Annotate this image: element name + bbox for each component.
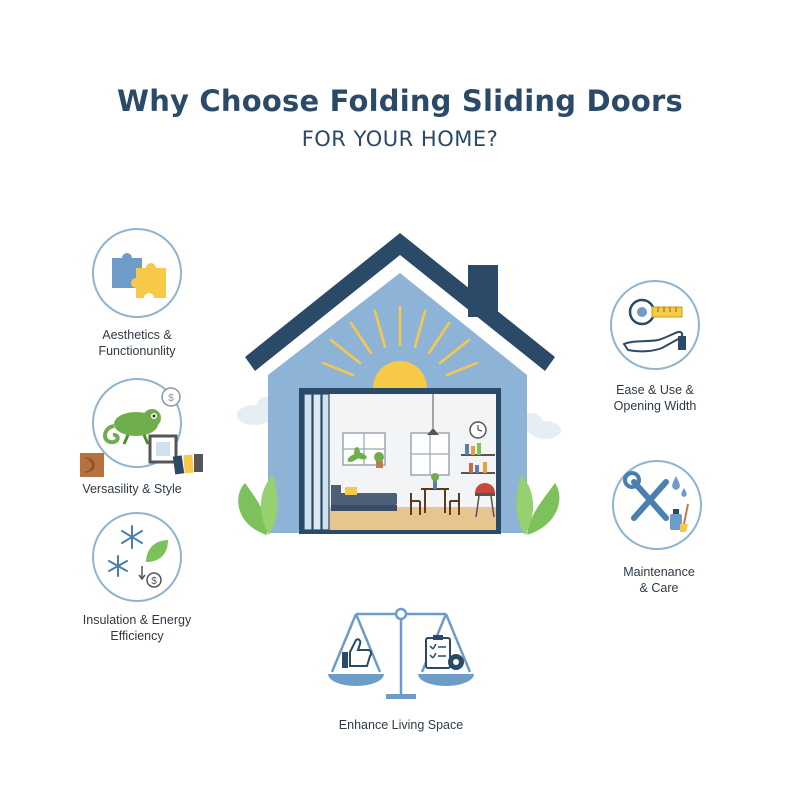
thumbs-up-icon bbox=[342, 638, 373, 668]
aesthetics-label: Aesthetics & Functionunlity bbox=[98, 328, 176, 358]
vase-icon bbox=[431, 473, 439, 489]
aesthetics-icon-circle bbox=[92, 228, 182, 318]
leaf-left-icon bbox=[238, 475, 278, 535]
sill-plant-icon bbox=[347, 447, 367, 462]
ease-icon-circle bbox=[610, 280, 700, 370]
maintenance-label: Maintenance & Care bbox=[623, 565, 695, 595]
living-label: Enhance Living Space bbox=[338, 718, 464, 732]
maintenance-icon-circle bbox=[612, 460, 702, 550]
color-swatch-icon bbox=[172, 454, 203, 475]
house-illustration bbox=[237, 233, 561, 535]
svg-text:$: $ bbox=[168, 393, 174, 404]
page-subtitle: FOR YOUR HOME? bbox=[301, 127, 499, 151]
leaf-right-icon bbox=[516, 475, 560, 535]
door-frame-sample-icon bbox=[148, 434, 178, 464]
insulation-label: Insulation & Energy Efficiency bbox=[82, 613, 192, 643]
snowflake-leaf-icon: $ bbox=[108, 525, 168, 588]
room-floor bbox=[329, 507, 496, 530]
wall-shelves bbox=[461, 443, 495, 474]
tools-icon bbox=[623, 471, 689, 532]
clock-icon bbox=[469, 421, 487, 439]
sofa-icon bbox=[331, 485, 397, 511]
tape-measure-hand-icon bbox=[622, 298, 686, 353]
puzzle-icon bbox=[112, 253, 166, 298]
potted-plant-icon bbox=[374, 452, 384, 468]
grill-icon bbox=[475, 483, 495, 518]
ease-label: Ease & Use & Opening Width bbox=[613, 383, 697, 413]
chameleon-icon bbox=[103, 409, 161, 445]
clipboard-gear-icon bbox=[425, 635, 464, 670]
dining-table-icon bbox=[410, 488, 460, 515]
versatility-label: Versasility & Style bbox=[82, 482, 182, 496]
page-title: Why Choose Folding Sliding Doors bbox=[117, 84, 683, 118]
wood-sample-icon bbox=[80, 453, 104, 477]
sun-icon bbox=[373, 361, 427, 388]
insulation-icon-circle: $ bbox=[92, 512, 182, 602]
pendant-lamp-icon bbox=[427, 394, 439, 435]
balance-scale-icon bbox=[328, 607, 474, 699]
svg-text:$: $ bbox=[151, 576, 157, 587]
folded-door-panels bbox=[303, 393, 330, 531]
sun-rays bbox=[321, 305, 479, 377]
interior-window-right bbox=[410, 432, 450, 476]
coin-icon: $ bbox=[161, 387, 181, 407]
